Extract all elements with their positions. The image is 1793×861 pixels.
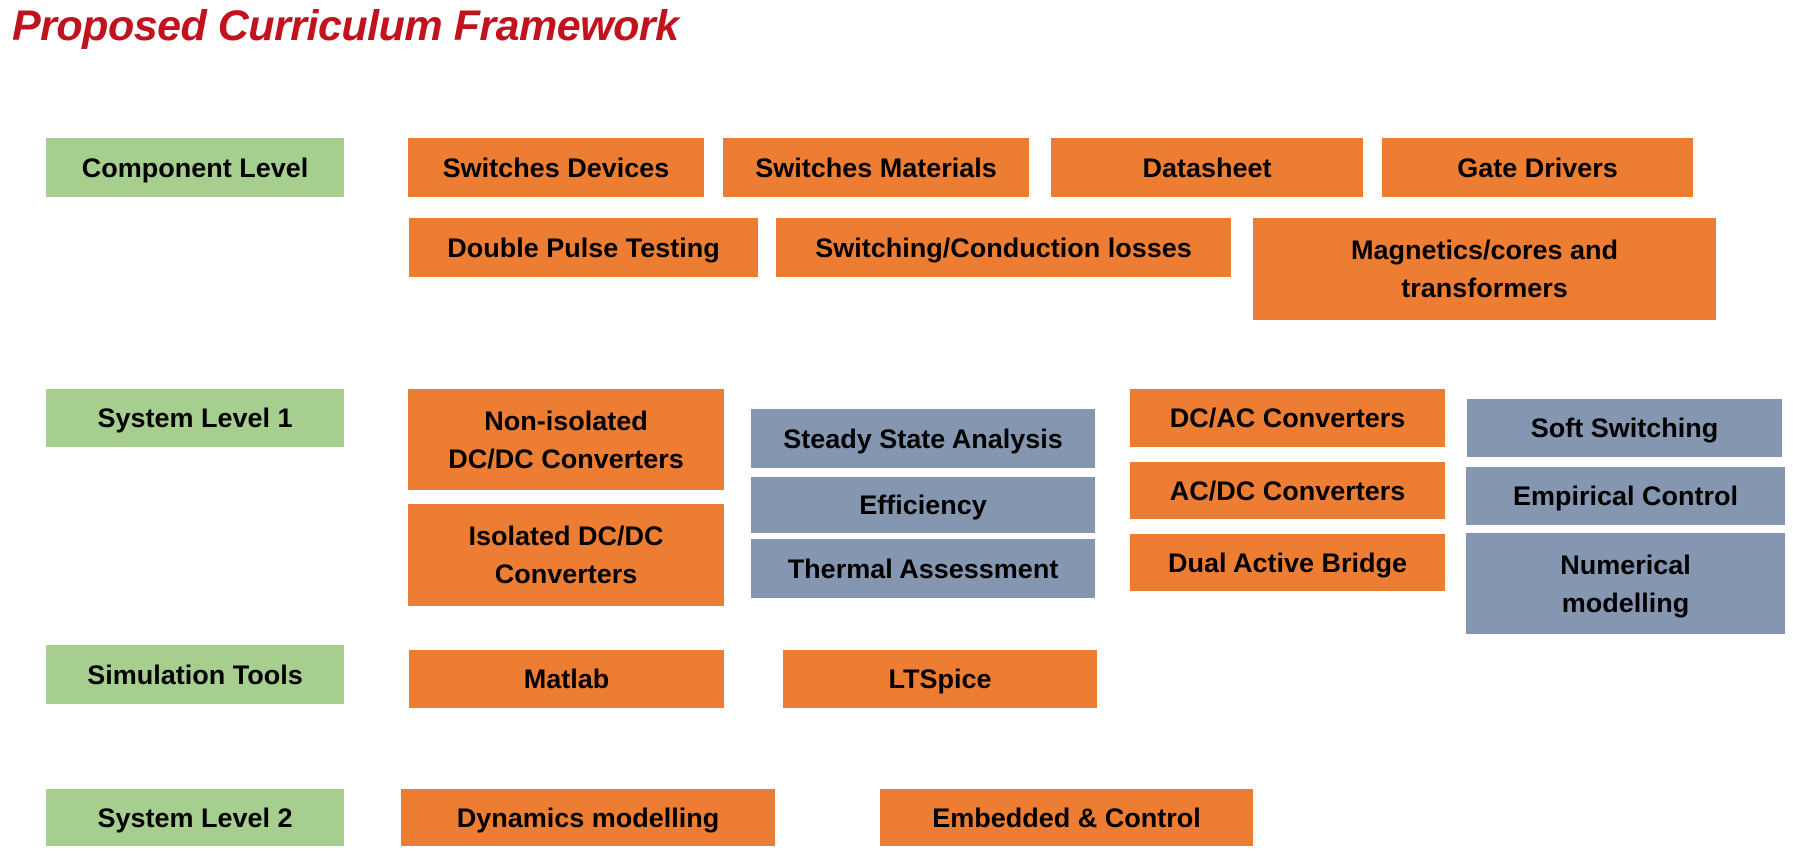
- topic-matlab: Matlab: [409, 650, 724, 708]
- category-system-level-1: System Level 1: [46, 389, 344, 447]
- topic-thermal-assessment: Thermal Assessment: [751, 539, 1095, 598]
- topic-steady-state-analysis: Steady State Analysis: [751, 409, 1095, 468]
- topic-ltspice: LTSpice: [783, 650, 1097, 708]
- topic-efficiency: Efficiency: [751, 477, 1095, 533]
- topic-dynamics-modelling: Dynamics modelling: [401, 789, 775, 846]
- topic-gate-drivers: Gate Drivers: [1382, 138, 1693, 197]
- topic-switching-conduction-losses: Switching/Conduction losses: [776, 218, 1231, 277]
- topic-numerical-modelling: Numerical modelling: [1466, 533, 1785, 634]
- topic-ac-dc-converters: AC/DC Converters: [1130, 462, 1445, 519]
- topic-isolated-dcdc: Isolated DC/DC Converters: [408, 504, 724, 606]
- category-system-level-2: System Level 2: [46, 789, 344, 846]
- topic-dc-ac-converters: DC/AC Converters: [1130, 389, 1445, 447]
- topic-switches-materials: Switches Materials: [723, 138, 1029, 197]
- topic-switches-devices: Switches Devices: [408, 138, 704, 197]
- topic-soft-switching: Soft Switching: [1467, 399, 1782, 457]
- topic-empirical-control: Empirical Control: [1466, 467, 1785, 525]
- topic-embedded-control: Embedded & Control: [880, 789, 1253, 846]
- topic-non-isolated-dcdc: Non-isolated DC/DC Converters: [408, 389, 724, 490]
- topic-datasheet: Datasheet: [1051, 138, 1363, 197]
- category-component-level: Component Level: [46, 138, 344, 197]
- topic-dual-active-bridge: Dual Active Bridge: [1130, 534, 1445, 591]
- category-simulation-tools: Simulation Tools: [46, 645, 344, 704]
- topic-magnetics-cores-transformers: Magnetics/cores and transformers: [1253, 218, 1716, 320]
- topic-double-pulse-testing: Double Pulse Testing: [409, 218, 758, 277]
- page-title: Proposed Curriculum Framework: [12, 2, 679, 50]
